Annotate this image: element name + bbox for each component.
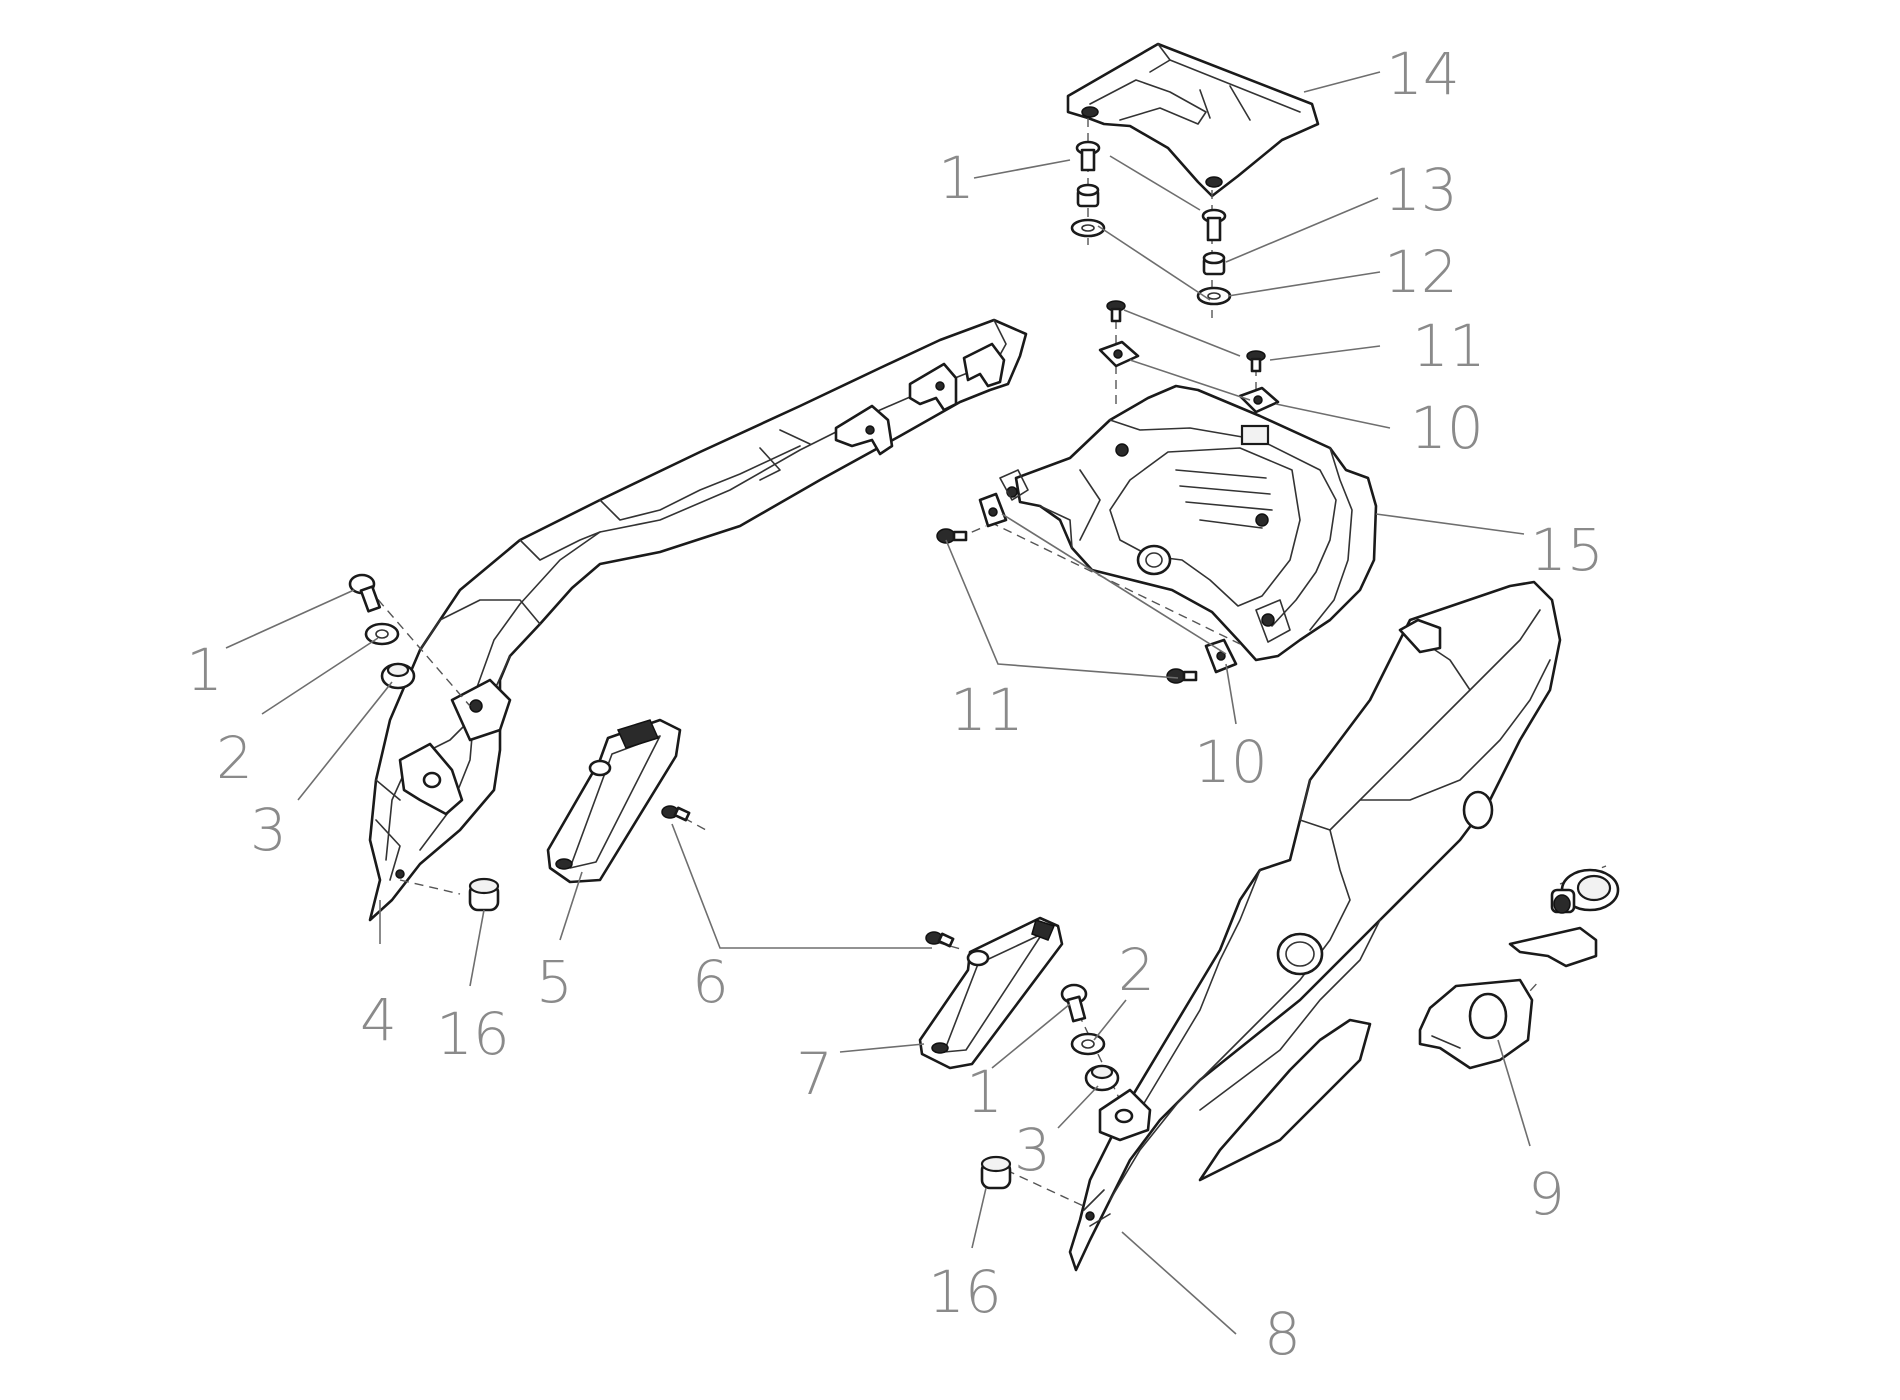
screw-11-lower-right (1166, 668, 1198, 684)
callout-12: 12 (1384, 238, 1458, 306)
screw-11-upper-right (1246, 350, 1266, 373)
callout-9: 9 (1528, 1160, 1565, 1228)
part-4-left-side-panel (368, 318, 1028, 922)
left-panel-mount-tab (398, 678, 512, 816)
spacer-13-right (1202, 251, 1226, 276)
left-panel-brackets (834, 342, 1006, 456)
connector-cap (1550, 868, 1620, 914)
clip-10-lower-left (978, 492, 1008, 528)
callout-8: 8 (1264, 1300, 1301, 1368)
callout-16-right: 16 (928, 1258, 1002, 1326)
screws-6 (661, 805, 965, 951)
callout-16-left: 16 (436, 1000, 510, 1068)
right-panel-hole-upper (1462, 790, 1494, 830)
callout-13: 13 (1384, 156, 1458, 224)
screw-11-upper-left (1106, 300, 1126, 323)
callout-11-upper: 11 (1412, 312, 1486, 380)
leader-lines (225, 71, 1531, 1335)
part-9-connector-clip (1418, 865, 1620, 1070)
right-panel-top-bracket (1398, 618, 1442, 654)
callout-2-left: 2 (216, 724, 253, 792)
screw-11-lower-left (936, 528, 968, 544)
spacer-13-left (1076, 183, 1100, 208)
part-14-cover-plate (1066, 42, 1320, 198)
housing-lamp-socket (1136, 544, 1172, 576)
right-panel-inner-opening (1198, 1018, 1372, 1182)
callout-1-right: 1 (966, 1058, 1003, 1126)
left-fasteners (348, 573, 500, 912)
callout-10-lower: 10 (1194, 728, 1268, 796)
grommet-3-right-panel (1084, 1064, 1120, 1092)
callout-10-upper: 10 (1410, 394, 1484, 462)
callout-5: 5 (536, 948, 573, 1016)
bush-16-right (980, 1155, 1012, 1190)
part-7-right-reflector (918, 916, 1064, 1070)
callout-labels: 14 1 13 12 11 10 15 11 10 1 2 3 4 16 5 6… (186, 40, 1604, 1368)
washer-12-left (1070, 218, 1106, 238)
callout-14: 14 (1386, 40, 1460, 108)
screw-6-upper (661, 805, 691, 822)
clip-10-upper-left (1098, 340, 1140, 368)
right-panel-mount-tab (1098, 1088, 1152, 1142)
lower-screws-and-clips (936, 492, 1241, 684)
bolt-1-right (1201, 208, 1227, 242)
part-15-tail-housing (999, 384, 1378, 662)
callout-15: 15 (1530, 516, 1604, 584)
bolt-1-left (1075, 140, 1101, 172)
bolt-1-right-panel (1060, 983, 1088, 1023)
washer-2-right-panel (1070, 1032, 1106, 1056)
grommet-3-left-panel (380, 662, 416, 690)
screw-6-lower (925, 931, 955, 948)
washer-2-left-panel (364, 622, 400, 646)
mount-bracket (1418, 978, 1534, 1070)
cover-mount-hardware (1070, 118, 1232, 318)
upper-screws-and-clips (1098, 300, 1280, 414)
callout-11-lower: 11 (950, 676, 1024, 744)
callout-3-right: 3 (1014, 1116, 1051, 1184)
clip-10-upper-right (1238, 386, 1280, 414)
callout-1-top: 1 (938, 144, 975, 212)
spring-clip (1508, 926, 1598, 968)
part-5-left-reflector (546, 718, 682, 884)
callout-2-right: 2 (1118, 936, 1155, 1004)
callout-6: 6 (692, 948, 729, 1016)
callout-7: 7 (796, 1040, 833, 1108)
callout-1-left: 1 (186, 636, 223, 704)
bolt-1-left-panel (348, 573, 382, 613)
bush-16-left (468, 877, 500, 912)
callout-3-left: 3 (250, 796, 287, 864)
right-fasteners (980, 983, 1121, 1211)
right-panel-hole-lower (1276, 932, 1324, 976)
part-8-right-side-panel (1068, 580, 1562, 1272)
callout-4: 4 (360, 986, 397, 1054)
clip-10-lower-right (1204, 638, 1238, 674)
